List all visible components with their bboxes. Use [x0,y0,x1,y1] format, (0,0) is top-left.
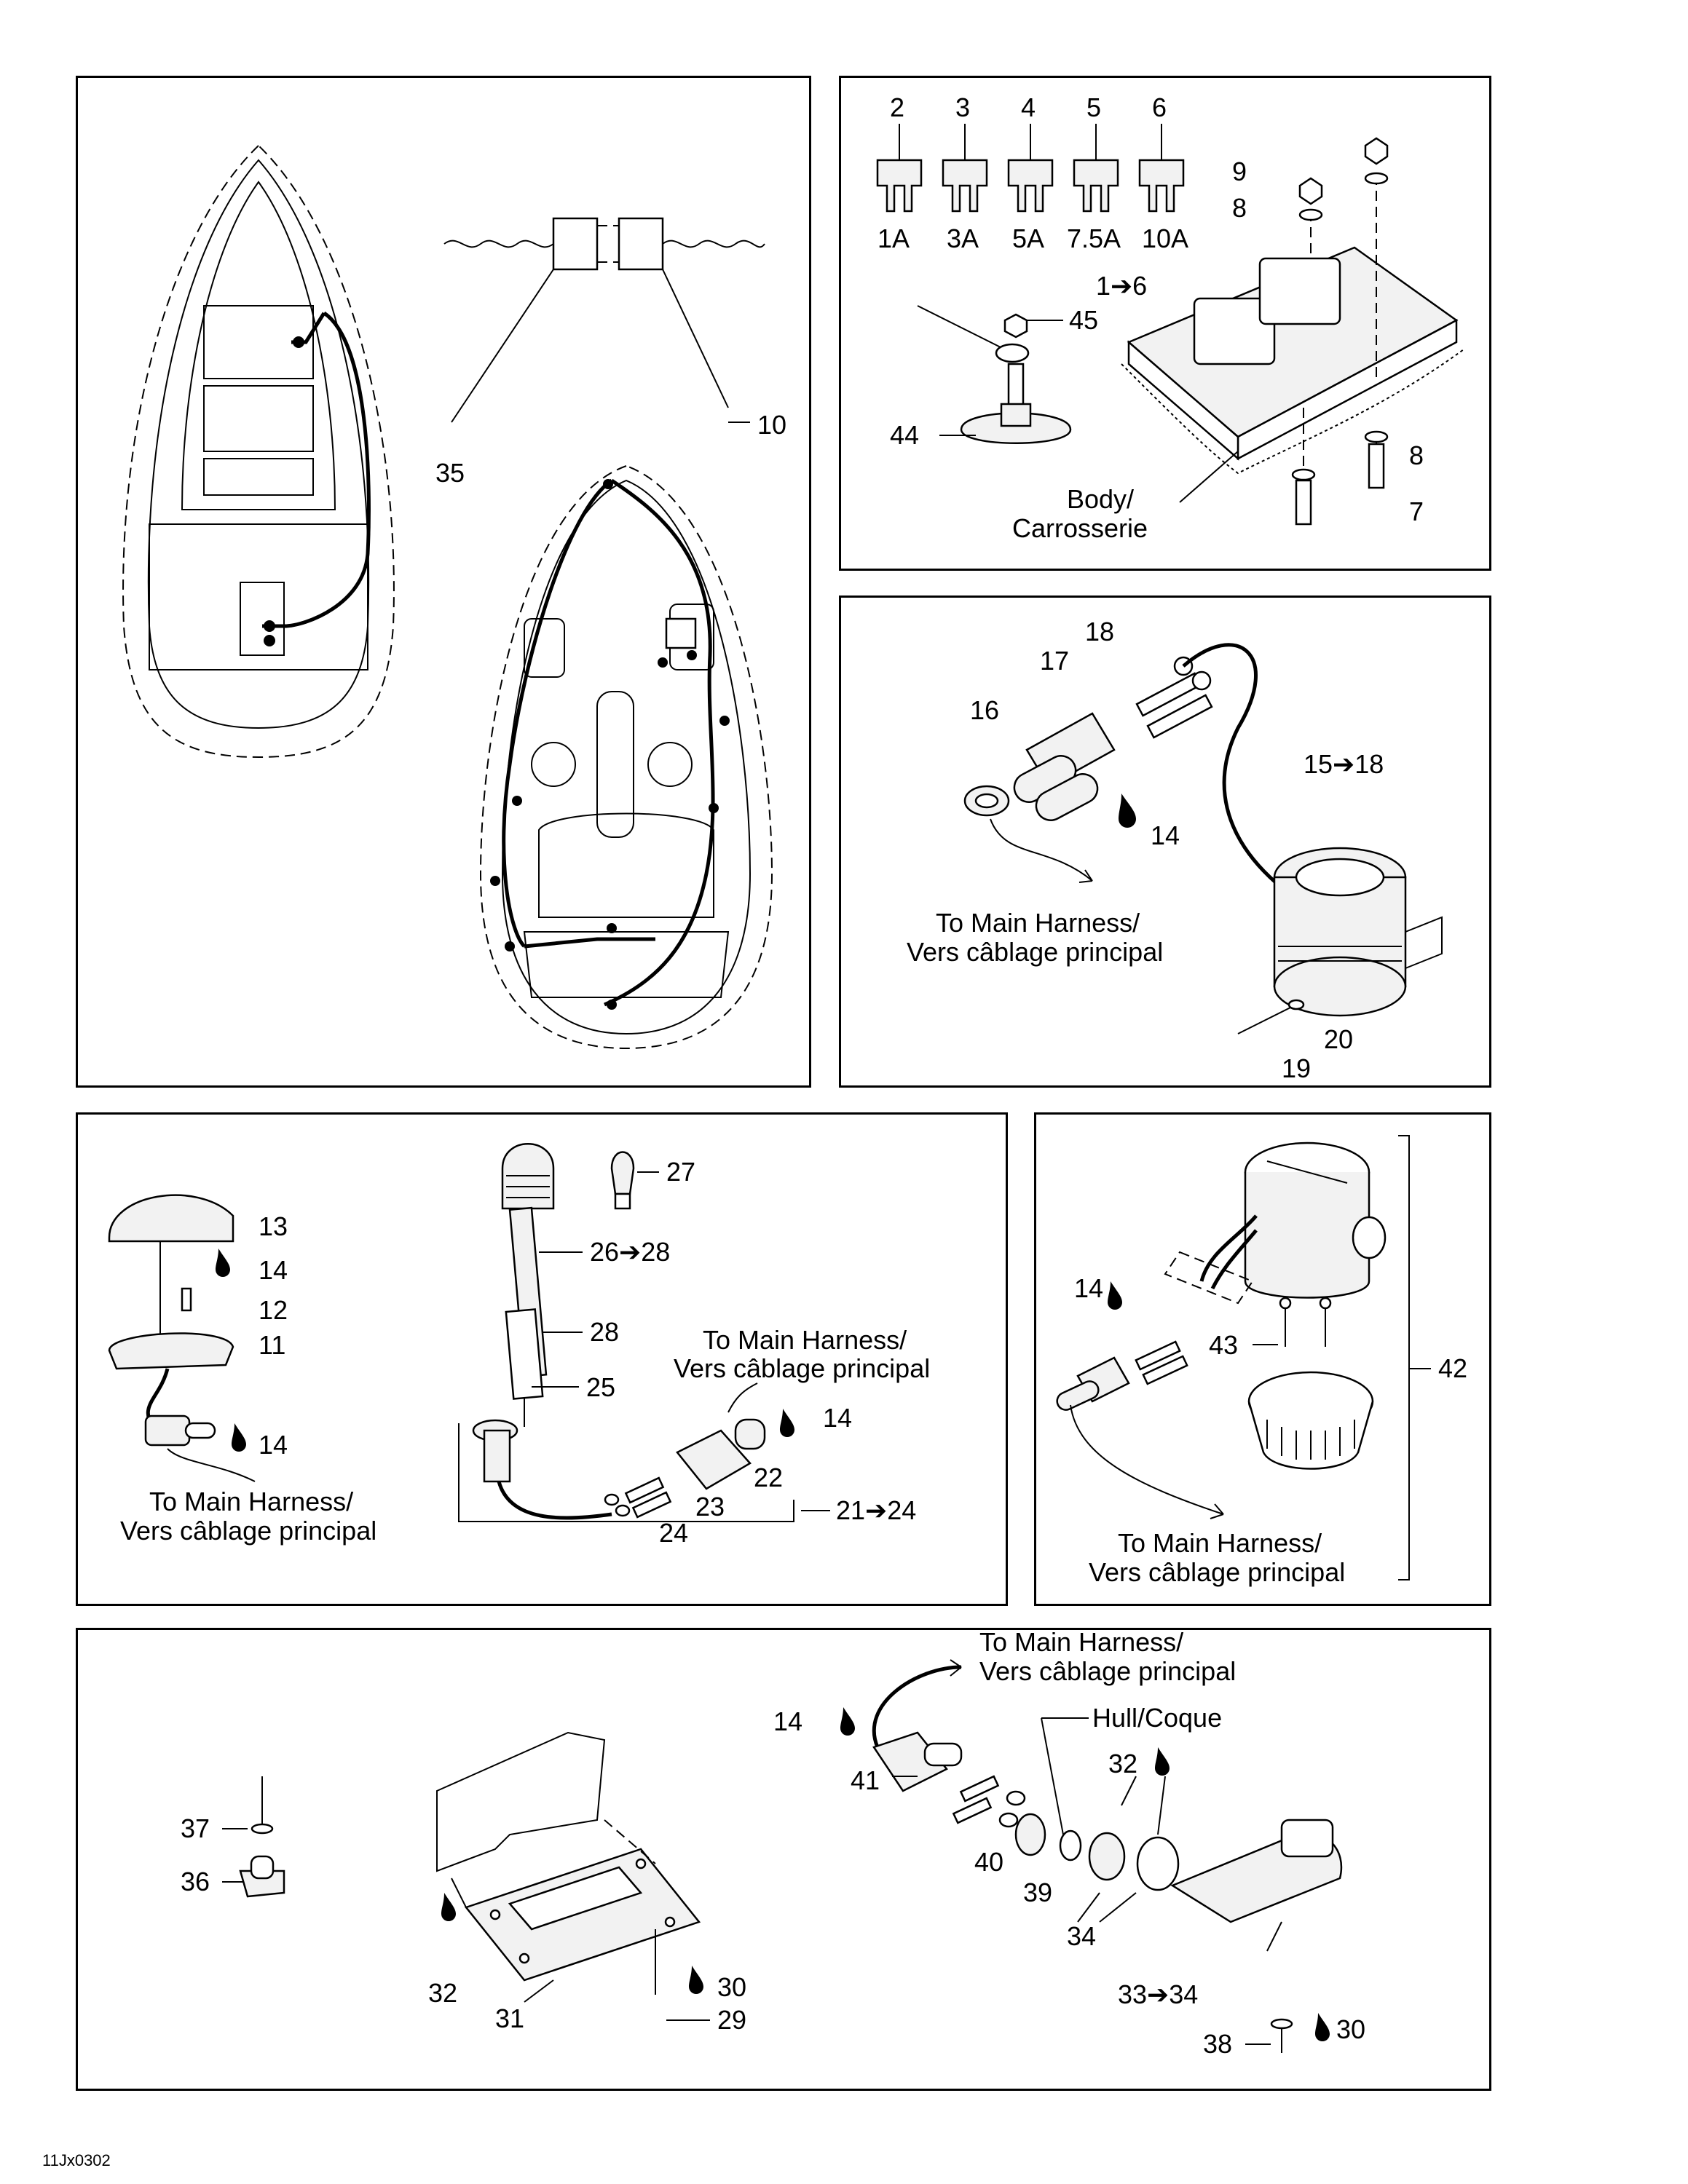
fuse-rating-10a: 10A [1142,223,1188,253]
sensor-main-harness-line1: To Main Harness/ [936,908,1140,938]
callout-17: 17 [1040,646,1069,676]
callout-34: 34 [1067,1921,1096,1951]
panel-harness-overview [76,76,811,1088]
callout-42: 42 [1438,1353,1467,1383]
drawing-code: 11Jx0302 [42,2151,111,2169]
fuse-rating-7-5a: 7.5A [1067,223,1121,253]
callout-35: 35 [435,458,465,488]
hull-label: Hull/Coque [1092,1703,1222,1733]
callout-44: 44 [890,420,919,450]
callout-24: 24 [659,1518,688,1548]
callout-30-plate: 30 [717,1972,746,2002]
fuse-rating-3a: 3A [947,223,979,253]
fuse-callout-5: 5 [1086,92,1101,122]
callout-11: 11 [259,1330,285,1360]
deck-view-drawing [479,464,773,1050]
callout-14-light-a: 14 [259,1255,288,1285]
callout-19: 19 [1282,1053,1311,1083]
callout-28: 28 [590,1317,619,1347]
fuse-callout-2: 2 [890,92,904,122]
callout-29: 29 [717,2005,746,2035]
body-label-line1: Body/ [1067,484,1134,514]
callout-13: 13 [259,1211,288,1241]
callout-32-plate: 32 [428,1978,457,2008]
body-label-line2: Carrosserie [1012,513,1148,543]
callout-37: 37 [181,1813,210,1843]
callout-8-top: 8 [1232,193,1247,223]
sensor-unit-drawing [1237,847,1443,1034]
callout-14-light-b: 14 [259,1430,288,1460]
speed-main-harness-line2: Vers câblage principal [979,1656,1236,1686]
callout-1-to-6: 1➔6 [1096,271,1147,301]
lights-main-harness-a-line1: To Main Harness/ [149,1487,353,1516]
callout-12: 12 [259,1295,288,1325]
callout-14-pump: 14 [1074,1273,1103,1303]
callout-39: 39 [1023,1878,1052,1907]
callout-7: 7 [1409,496,1424,526]
callout-26-to-28: 26➔28 [590,1237,670,1267]
speed-main-harness-line1: To Main Harness/ [979,1627,1183,1657]
ground-post-drawing [917,305,1072,444]
callout-43: 43 [1209,1330,1238,1360]
callout-8-bottom: 8 [1409,440,1424,470]
bilge-pump-drawing [1056,1135,1410,1580]
sensor-main-harness-line2: Vers câblage principal [907,937,1163,967]
callout-30-sensor: 30 [1336,2014,1365,2044]
pump-main-harness-line1: To Main Harness/ [1118,1528,1322,1558]
callout-15-to-18: 15➔18 [1304,749,1384,779]
callout-41: 41 [851,1765,880,1795]
fuse-box-drawing [1121,137,1464,526]
callout-14-light-c: 14 [823,1403,852,1433]
lights-main-harness-b-line1: To Main Harness/ [703,1325,907,1355]
lights-main-harness-b-line2: Vers câblage principal [674,1353,930,1383]
callout-40: 40 [974,1847,1003,1877]
sensor-connector-drawing [963,643,1341,927]
clip-37-36-drawing [239,1776,285,1898]
stern-light-base-drawing [108,1194,256,1482]
callout-22: 22 [754,1463,783,1492]
callout-36: 36 [181,1867,210,1896]
callout-31: 31 [495,2003,524,2033]
callout-16: 16 [970,695,999,725]
pump-main-harness-line2: Vers câblage principal [1089,1557,1345,1587]
callout-32-sensor: 32 [1108,1749,1137,1779]
callout-18: 18 [1085,617,1114,646]
callout-9: 9 [1232,157,1247,186]
callout-45: 45 [1069,305,1098,335]
fuse-callout-3: 3 [955,92,970,122]
fuse-callout-6: 6 [1152,92,1167,122]
fuses-drawing [876,124,1185,213]
callout-20: 20 [1324,1024,1353,1054]
callout-25: 25 [586,1372,615,1402]
light-socket-drawing [458,1386,794,1522]
fuse-callout-4: 4 [1021,92,1036,122]
callout-14-sensor: 14 [1151,820,1180,850]
callout-38: 38 [1203,2029,1232,2059]
callout-21-to-24: 21➔24 [836,1495,916,1525]
lights-main-harness-a-line2: Vers câblage principal [120,1516,376,1546]
mounting-plate-drawing [436,1731,701,1995]
fuse-rating-1a: 1A [877,223,910,253]
fuse-rating-5a: 5A [1012,223,1044,253]
callout-10: 10 [757,410,786,440]
callout-23: 23 [695,1492,725,1522]
callout-27: 27 [666,1157,695,1187]
callout-14-speed: 14 [773,1706,802,1736]
connector-35-drawing [443,217,765,423]
top-view-hull-drawing [122,144,395,759]
callout-33-to-34: 33➔34 [1118,1979,1198,2009]
light-pole-drawing [501,1143,659,1427]
